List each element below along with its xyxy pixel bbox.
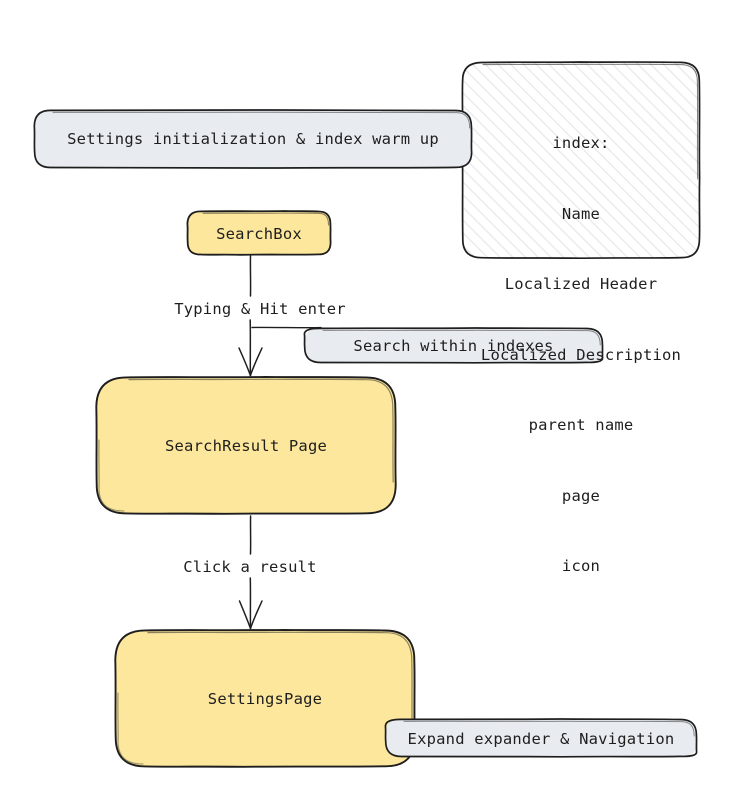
node-searchresult-page[interactable]: [96, 377, 396, 514]
index-box: [461, 61, 701, 260]
node-settingspage-shape[interactable]: [114, 628, 416, 768]
annotation-expander-box: [384, 718, 698, 758]
annotation-within-box: [303, 327, 604, 364]
edge-click-a-result: [238, 515, 263, 630]
node-searchbox-shape[interactable]: [186, 210, 332, 256]
edge-typing-hit-enter: [238, 255, 263, 377]
annotation-warmup-box: [33, 109, 473, 169]
node-searchbox[interactable]: [187, 211, 331, 255]
node-settingspage[interactable]: [115, 630, 415, 767]
node-searchresult-shape[interactable]: [95, 375, 397, 515]
